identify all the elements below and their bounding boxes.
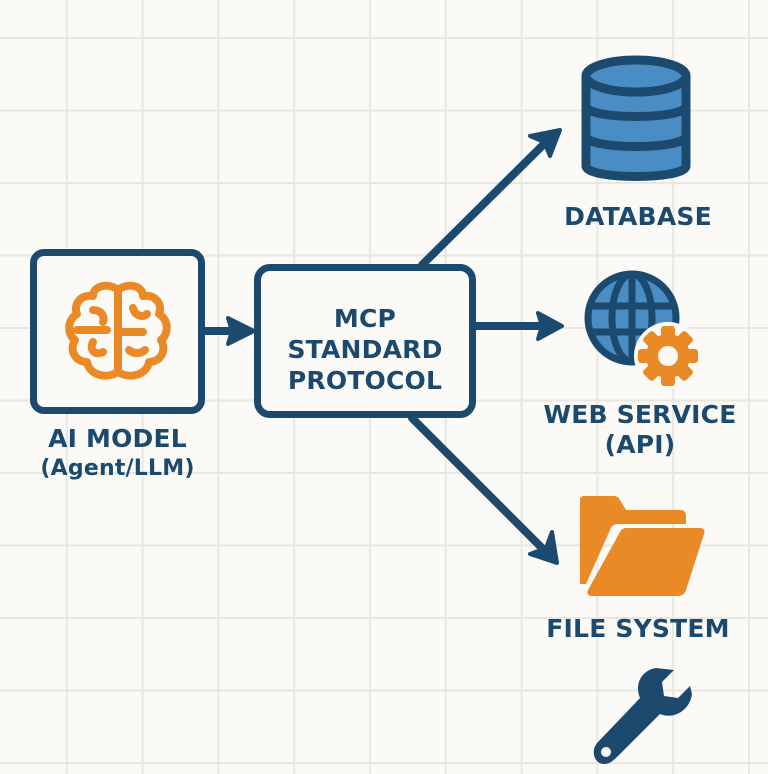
mcp-protocol-node[interactable]: MCP STANDARD PROTOCOL	[254, 264, 476, 418]
database-icon[interactable]	[578, 54, 694, 190]
mcp-protocol-label: MCP STANDARD PROTOCOL	[261, 303, 469, 396]
folder-icon[interactable]	[576, 494, 706, 600]
brain-icon	[65, 281, 171, 380]
web-service-label: WEB SERVICE (API)	[530, 400, 750, 460]
arrowhead-ai-to-mcp	[226, 316, 256, 346]
ai-model-label: AI MODEL (Agent/LLM)	[20, 424, 215, 484]
gear-icon	[634, 322, 702, 390]
arrowhead-to-web-service	[536, 311, 564, 341]
mcp-line-1: MCP	[333, 304, 397, 333]
wrench-icon[interactable]	[590, 664, 700, 774]
mcp-line-3: PROTOCOL	[287, 366, 443, 395]
ai-model-title: AI MODEL	[48, 424, 187, 453]
arrow-mcp-to-database	[418, 136, 552, 269]
database-label: DATABASE	[564, 202, 712, 231]
web-service-subtitle: (API)	[604, 430, 676, 459]
ai-model-subtitle: (Agent/LLM)	[40, 456, 195, 481]
arrowhead-to-database	[528, 128, 562, 158]
arrow-mcp-to-file-system	[408, 414, 550, 556]
arrowhead-to-file-system	[528, 530, 559, 565]
globe-gear-icon[interactable]	[580, 266, 710, 396]
mcp-line-2: STANDARD	[287, 335, 443, 364]
web-service-title: WEB SERVICE	[543, 400, 737, 429]
file-system-label: FILE SYSTEM	[546, 614, 730, 643]
ai-model-node[interactable]	[30, 249, 205, 414]
